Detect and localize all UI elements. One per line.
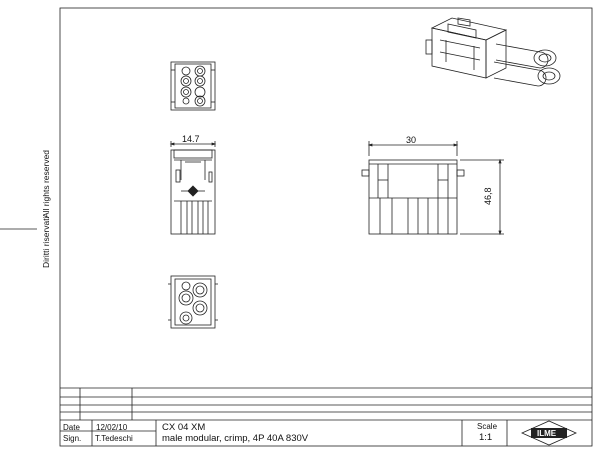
scale-label: Scale (477, 422, 498, 431)
side-view-drawing (361, 141, 504, 236)
isometric-view-drawing (425, 17, 561, 87)
ilme-logo-text: ILME (537, 429, 557, 438)
part-description: male modular, crimp, 4P 40A 830V (162, 433, 309, 444)
margin-note-right: All rights reserved (41, 149, 51, 218)
part-code: CX 04 XM (162, 422, 206, 433)
dimension-side-width: 30 (406, 135, 417, 145)
sign-value: T.Tedeschi (95, 434, 133, 443)
dimension-front-width: 14.7 (182, 134, 200, 144)
ilme-logo (521, 420, 577, 446)
top-view-drawing (170, 61, 216, 111)
title-block (60, 387, 592, 446)
date-label: Date (63, 423, 80, 432)
sign-label: Sign. (63, 434, 82, 443)
scale-value: 1:1 (479, 432, 493, 443)
date-value: 12/02/10 (96, 423, 128, 432)
dimension-side-height: 46,8 (483, 187, 493, 205)
bottom-view-drawing (168, 275, 218, 329)
margin-note-left: Diritti riservati (41, 216, 51, 268)
front-view-drawing (169, 141, 217, 235)
